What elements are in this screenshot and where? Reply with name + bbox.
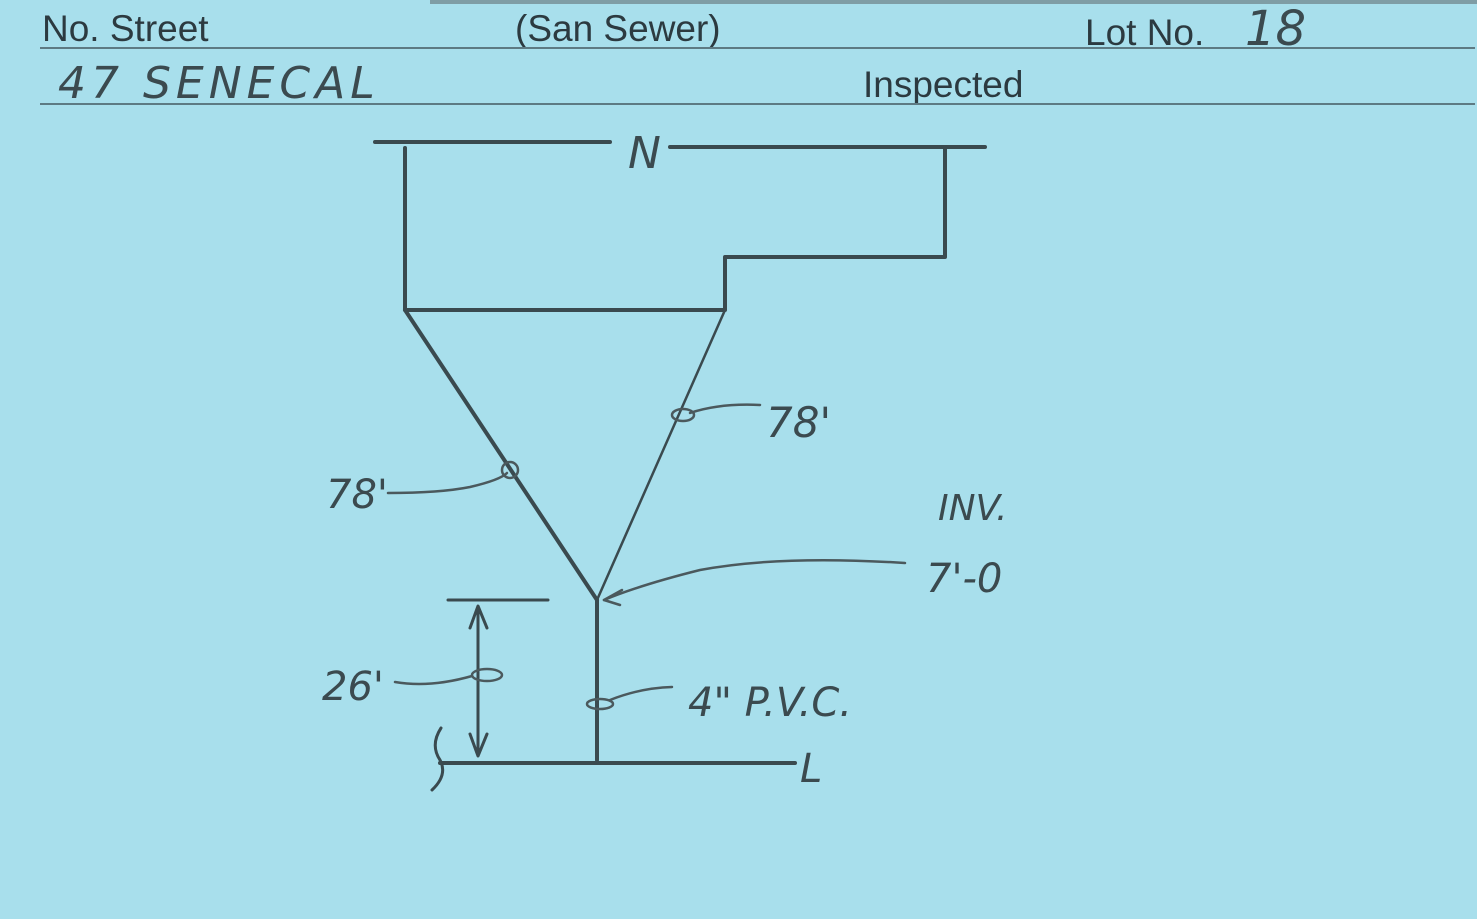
- right-lateral-marker: [670, 407, 696, 423]
- arrowhead-up: [468, 604, 489, 630]
- invert-leader: [602, 558, 907, 602]
- inspected-label: Inspected: [863, 64, 1024, 105]
- address-value: 47 SENECAL: [58, 58, 380, 109]
- lot-number-label: Lot No.: [1085, 12, 1205, 53]
- right-length-leader: [688, 403, 762, 415]
- pipe-label-leader: [608, 685, 674, 702]
- arrowhead-down: [468, 732, 489, 758]
- left-length-leader: [386, 471, 509, 495]
- invert-label: INV.: [938, 488, 1008, 529]
- sewer-type-label: (San Sewer): [515, 8, 721, 49]
- north-mark: N: [628, 128, 661, 179]
- right-lateral-line: [595, 308, 727, 602]
- pipe-marker: [585, 697, 615, 711]
- offset-length: 26': [322, 664, 384, 710]
- centerline-mark: L: [800, 746, 822, 792]
- pipe-label: 4" P.V.C.: [688, 680, 852, 726]
- header-line-1: [40, 47, 1475, 49]
- left-lateral-marker: [500, 460, 520, 480]
- house-outline: [403, 146, 947, 312]
- main-end-mark: [430, 726, 445, 792]
- left-lateral-length: 78': [326, 472, 388, 518]
- offset-length-leader: [393, 674, 474, 686]
- invert-arrow: [602, 588, 624, 607]
- address-label: No. Street: [42, 8, 209, 49]
- right-lateral-length: 78': [766, 398, 831, 447]
- header-line-2: [40, 103, 1475, 105]
- card-top-edge: [430, 0, 1477, 4]
- invert-depth: 7'-0: [926, 556, 1002, 602]
- lot-number-value: 18: [1245, 1, 1306, 57]
- left-lateral-line: [403, 308, 599, 602]
